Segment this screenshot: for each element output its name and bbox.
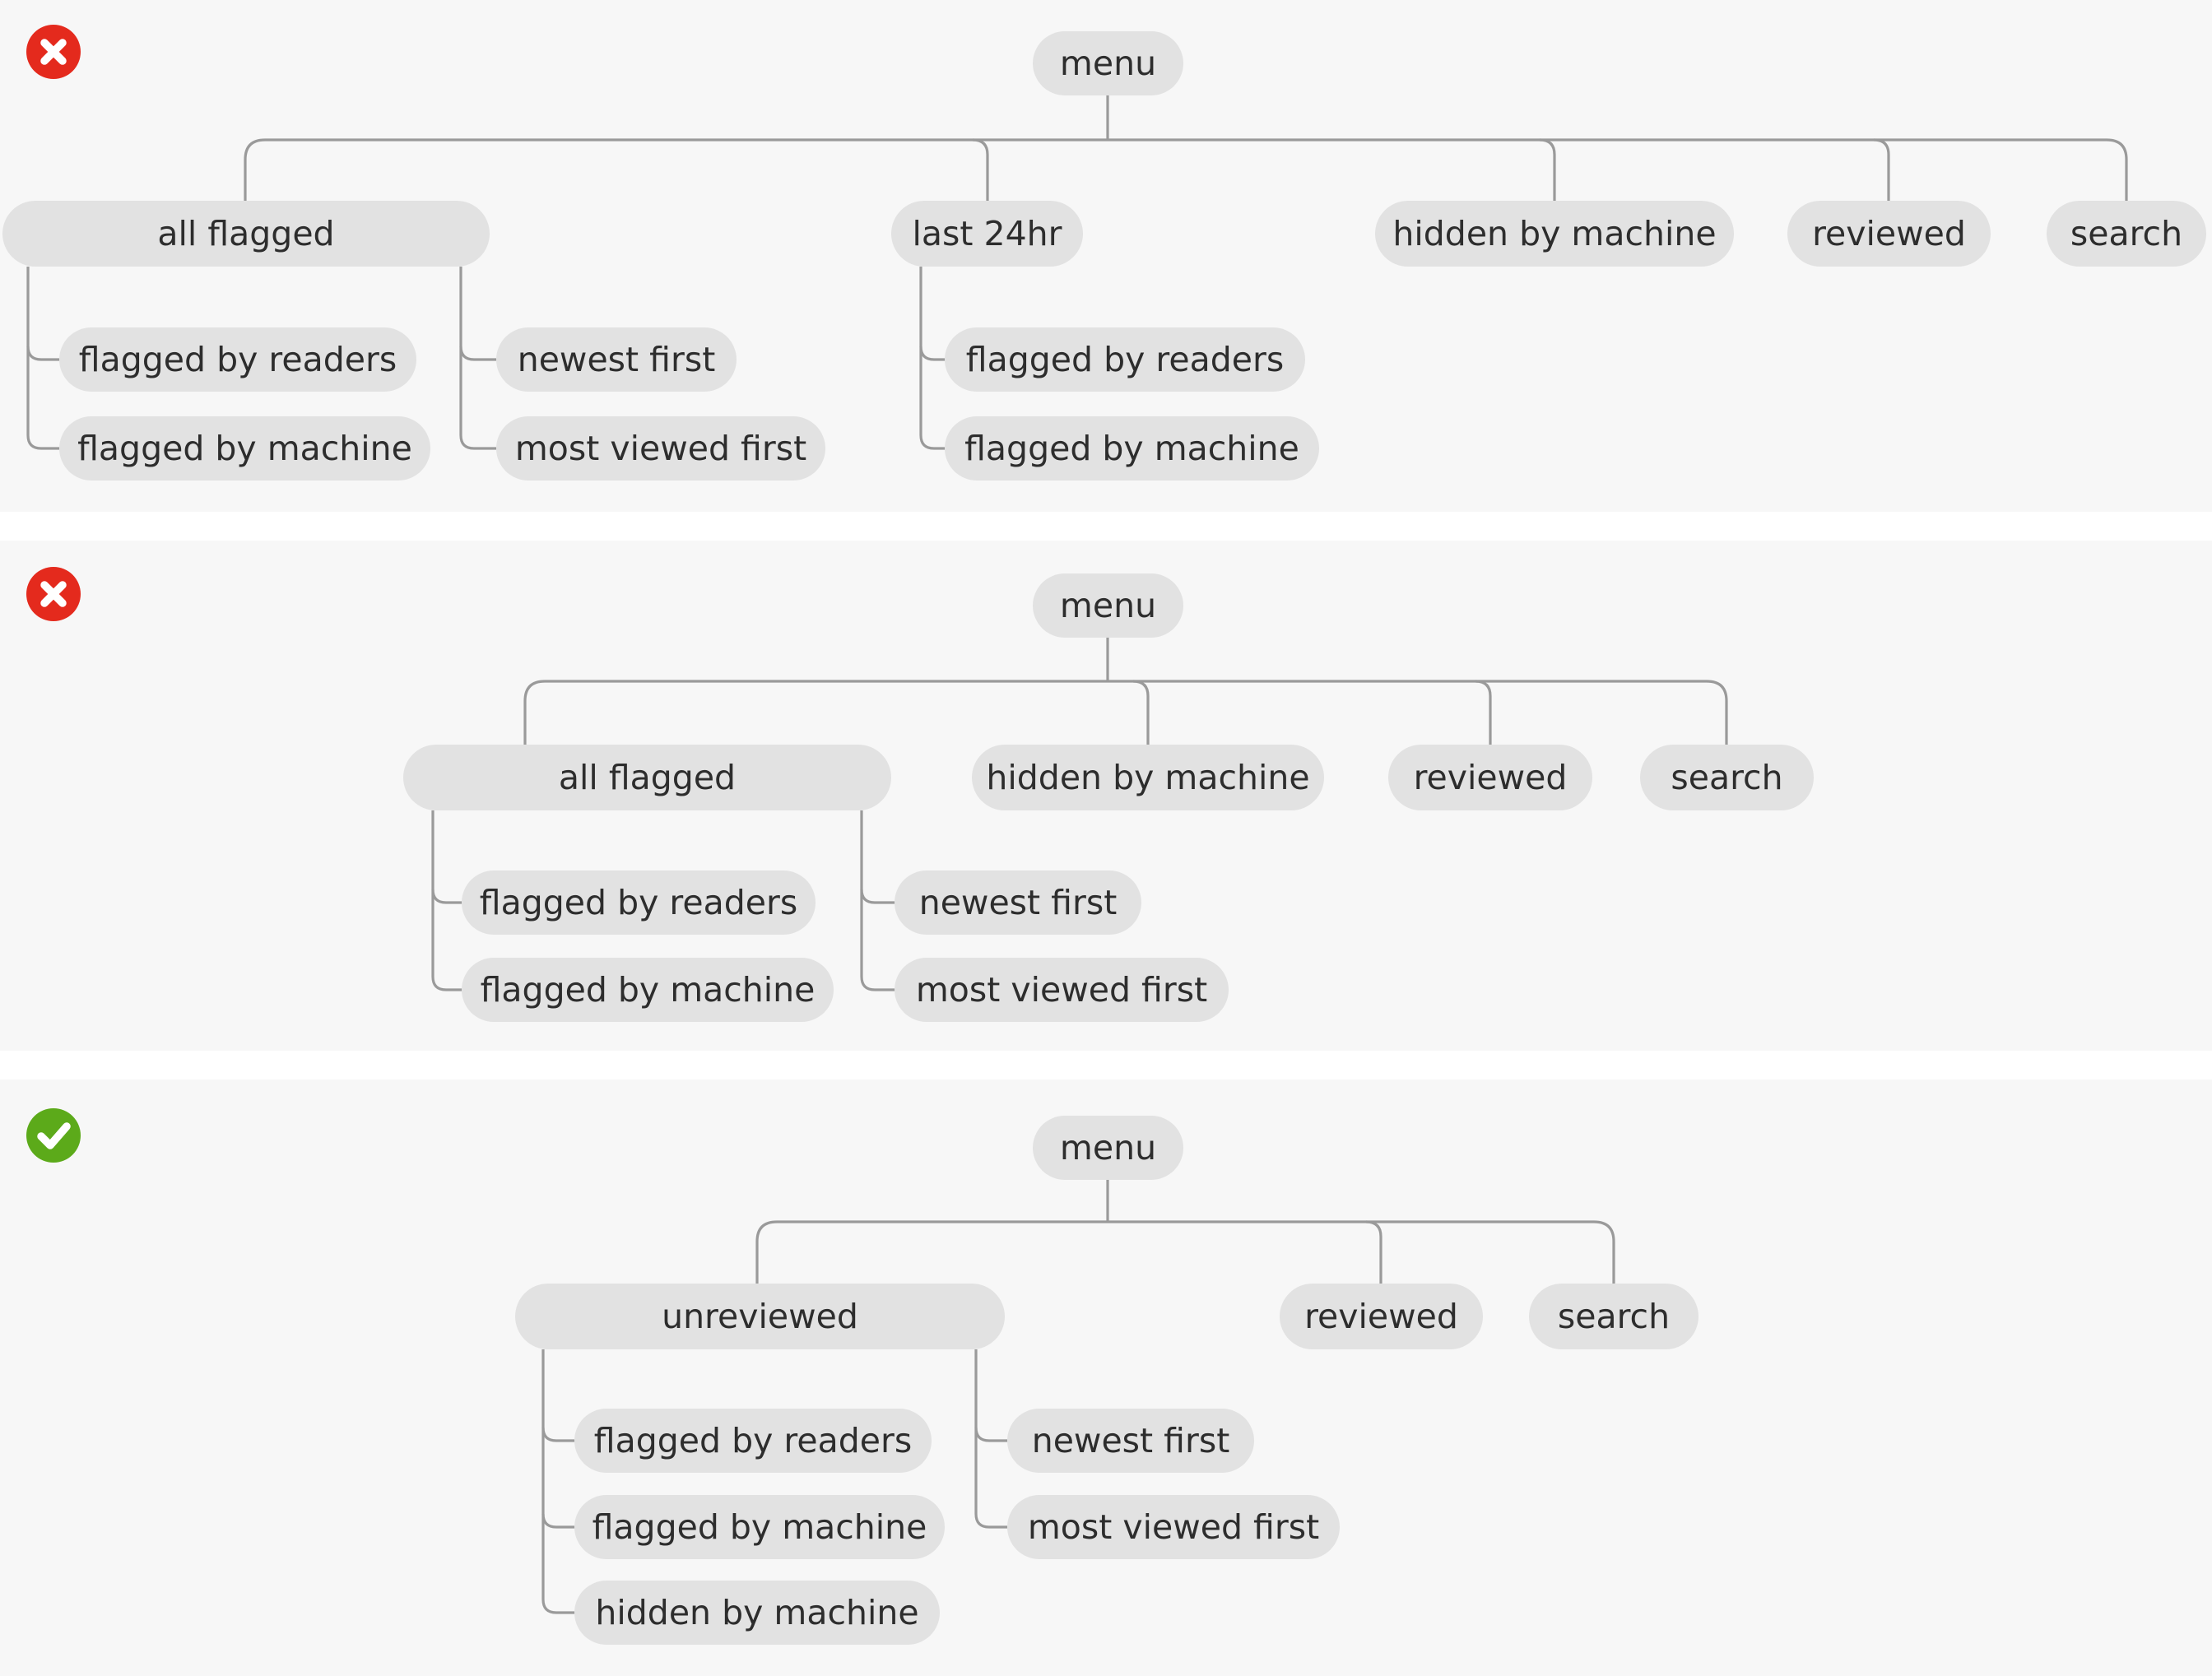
tree-node-search: search <box>2047 201 2206 267</box>
tree-node-newest-first: newest first <box>895 870 1141 935</box>
tree-node-flagged-by-machine: flagged by machine <box>462 958 834 1022</box>
tree-node-menu: menu <box>1033 1116 1183 1180</box>
tree-node-reviewed: reviewed <box>1787 201 1991 267</box>
tree-node-l24-flagged-by-machine: flagged by machine <box>945 416 1319 481</box>
tree-node-af-newest-first: newest first <box>496 327 737 392</box>
tree-node-af-flagged-by-readers: flagged by readers <box>59 327 416 392</box>
tree-node-hidden-by-machine: hidden by machine <box>1375 201 1734 267</box>
tree-node-l24-flagged-by-readers: flagged by readers <box>945 327 1305 392</box>
x-circle-icon <box>26 567 81 621</box>
tree-node-search: search <box>1640 745 1814 810</box>
check-circle-icon <box>26 1108 81 1163</box>
tree-node-af-most-viewed-first: most viewed first <box>496 416 825 481</box>
tree-node-reviewed: reviewed <box>1280 1284 1483 1349</box>
tree-node-newest-first: newest first <box>1007 1409 1254 1473</box>
tree-node-flagged-by-readers: flagged by readers <box>462 870 816 935</box>
tree-node-last-24hr: last 24hr <box>891 201 1083 267</box>
x-circle-icon <box>26 25 81 79</box>
section-separator <box>0 512 2212 541</box>
tree-node-hidden-by-machine: hidden by machine <box>574 1581 940 1645</box>
tree-node-all-flagged: all flagged <box>2 201 490 267</box>
tree-node-all-flagged: all flagged <box>403 745 891 810</box>
tree-node-menu: menu <box>1033 31 1183 95</box>
tree-node-search: search <box>1529 1284 1698 1349</box>
tree-node-af-flagged-by-machine: flagged by machine <box>59 416 430 481</box>
tree-node-menu: menu <box>1033 573 1183 638</box>
tree-node-reviewed: reviewed <box>1388 745 1592 810</box>
tree-node-unreviewed: unreviewed <box>515 1284 1005 1349</box>
section-separator <box>0 1051 2212 1079</box>
tree-node-most-viewed-first: most viewed first <box>895 958 1229 1022</box>
tree-node-flagged-by-machine: flagged by machine <box>574 1495 945 1559</box>
tree-node-flagged-by-readers: flagged by readers <box>574 1409 932 1473</box>
tree-node-most-viewed-first: most viewed first <box>1007 1495 1340 1559</box>
tree-node-hidden-by-machine: hidden by machine <box>972 745 1324 810</box>
